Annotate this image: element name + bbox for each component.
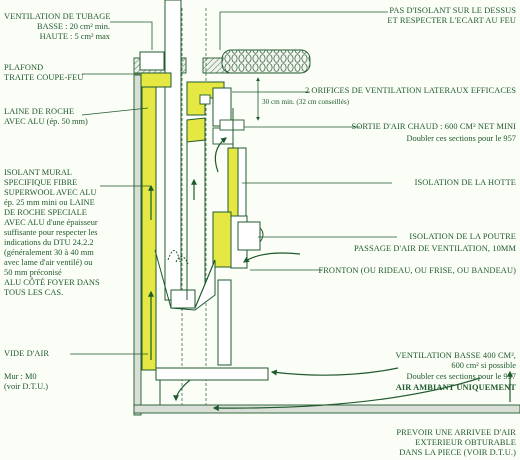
airflow-arrow [214, 137, 227, 173]
isolant-line: avec lame d'air ventilé) ou [4, 258, 93, 267]
vide-air-label: VIDE D'AIR [4, 349, 50, 358]
mur-label: Mur : M0 [4, 372, 37, 381]
isolant-line: indications du DTU 24.2.2 [4, 238, 94, 247]
doubler-label-2: Doubler ces sections pour le 957 [406, 372, 516, 381]
firebox-throat [170, 259, 216, 311]
prevoir-label-1: PREVOIR UNE ARRIVEE D'AIR [396, 428, 516, 437]
beam-insulation [212, 211, 232, 268]
isolation-hotte-label: ISOLATION DE LA HOTTE [414, 178, 516, 187]
ceiling-insulation-roll [221, 49, 311, 74]
hearth [155, 367, 269, 381]
pas-isolant-label-2: ET RESPECTER L'ECART AU FEU [387, 16, 516, 25]
plafond-label: PLAFOND [4, 63, 44, 72]
doubler-label-1: Doubler ces sections pour le 957 [406, 134, 516, 143]
hood-slope-insulation [186, 117, 206, 143]
air-ambiant-label: AIR AMBIANT UNIQUEMENT [395, 383, 516, 392]
pas-isolant-label-1: PAS D'ISOLANT SUR LE DESSUS [389, 6, 516, 15]
isolant-line: DE ROCHE SPECIALE [4, 208, 87, 217]
wall [133, 74, 142, 416]
airflow-arrow [173, 379, 191, 402]
beam-vent-box [237, 221, 261, 251]
isolant-line: (généralement 30 à 40 mm [4, 248, 94, 257]
floor [133, 404, 520, 414]
airflow-arrow [270, 367, 399, 376]
isolant-line: ALU CÔTÉ FOYER DANS [4, 278, 100, 287]
tubage-vent-box [139, 51, 165, 71]
isolant-line: ISOLANT MURAL [4, 168, 73, 177]
firebox-front [217, 279, 232, 366]
ventilation-basse-label-2: 600 cm² si possible [451, 361, 516, 370]
hood-insulation [227, 147, 239, 219]
ventilation-basse-label: VENTILATION BASSE 400 cm², [395, 351, 516, 360]
isolant-line: TOUS LES CAS. [4, 288, 64, 297]
leader-line [110, 21, 153, 50]
isolant-line: SUPERWOOL AVEC ALU [4, 188, 97, 197]
laine-roche-label: LAINE DE ROCHE [4, 107, 75, 116]
ventilation-basse-label: BASSE : 20 cm² min. [36, 22, 110, 31]
isolant-line: ép. 25 mm mini ou LAINE [4, 198, 95, 207]
flue-collar [170, 289, 196, 309]
isolant-line: SPECIFIQUE FIBRE [4, 178, 78, 187]
fronton-label: FRONTON (OU RIDEAU, OU FRISE, OU BANDEAU… [318, 266, 516, 275]
orifices-label: 2 ORIFICES DE VENTILATION LATERAUX EFFIC… [304, 86, 516, 95]
traite-coupe-feu-label: TRAITE COUPE-FEU [4, 73, 84, 82]
sortie-air-label: SORTIE D'AIR CHAUD : 600 cm² net mini [351, 122, 516, 131]
ventilation-haute-label: HAUTE : 5 cm² max [39, 32, 110, 41]
leader-line [81, 107, 149, 116]
ventilation-tubage-label: VENTILATION DE TUBAGE [4, 12, 111, 21]
avec-alu-label: AVEC ALU (ép. 50 mm) [4, 117, 88, 126]
flue-pipe [164, 0, 182, 301]
distance-label: 30 cm min. (32 cm conseillés) [262, 98, 350, 106]
ceiling-insulation-block [140, 72, 172, 88]
prevoir-label-2: EXTERIEUR OBTURABLE [415, 438, 516, 447]
airflow-arrow [243, 252, 301, 263]
isolant-line: AVEC ALU d'une épaisseur [4, 218, 98, 227]
voir-dtu-label: (voir D.T.U.) [4, 382, 49, 391]
isolant-line: suffisante pour respecter les [4, 228, 98, 237]
leader-line [219, 11, 388, 50]
airflow-arrow [212, 377, 481, 412]
isolation-poutre-label: ISOLATION DE LA POUTRE [409, 232, 516, 241]
wall-insulation [141, 74, 157, 371]
prevoir-label-3: DANS LA PIECE (VOIR D.T.U.) [399, 448, 516, 457]
passage-air-label: PASSAGE D'AIR DE VENTILATION, 10mm [354, 244, 516, 253]
isolant-line: 50 mm préconisé [4, 268, 62, 277]
